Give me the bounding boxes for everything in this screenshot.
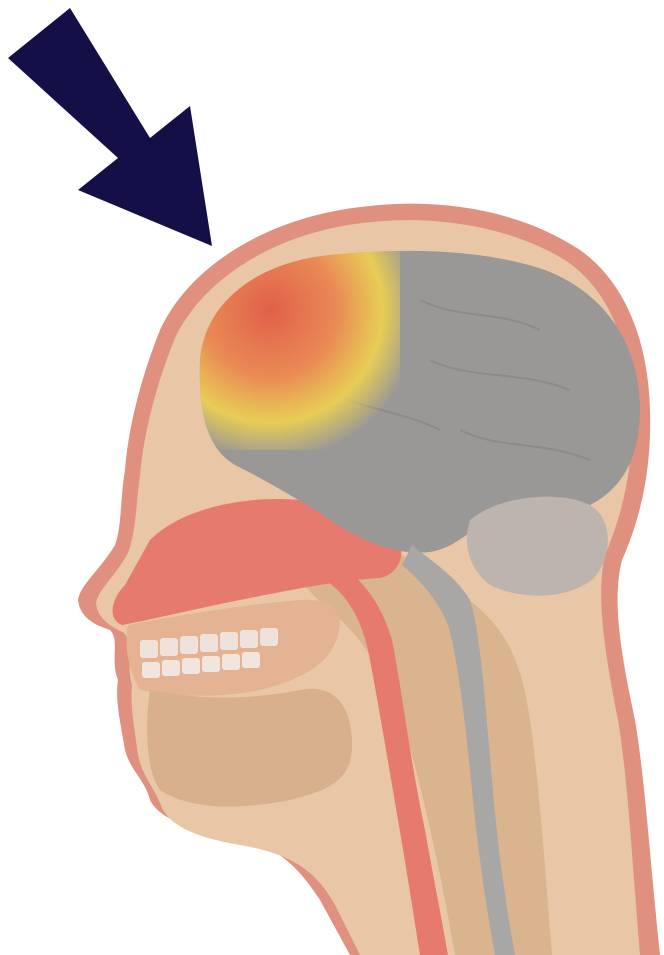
lower-jaw [147, 689, 352, 807]
cerebellum [467, 497, 608, 596]
arrow-down-right-icon [8, 8, 212, 246]
